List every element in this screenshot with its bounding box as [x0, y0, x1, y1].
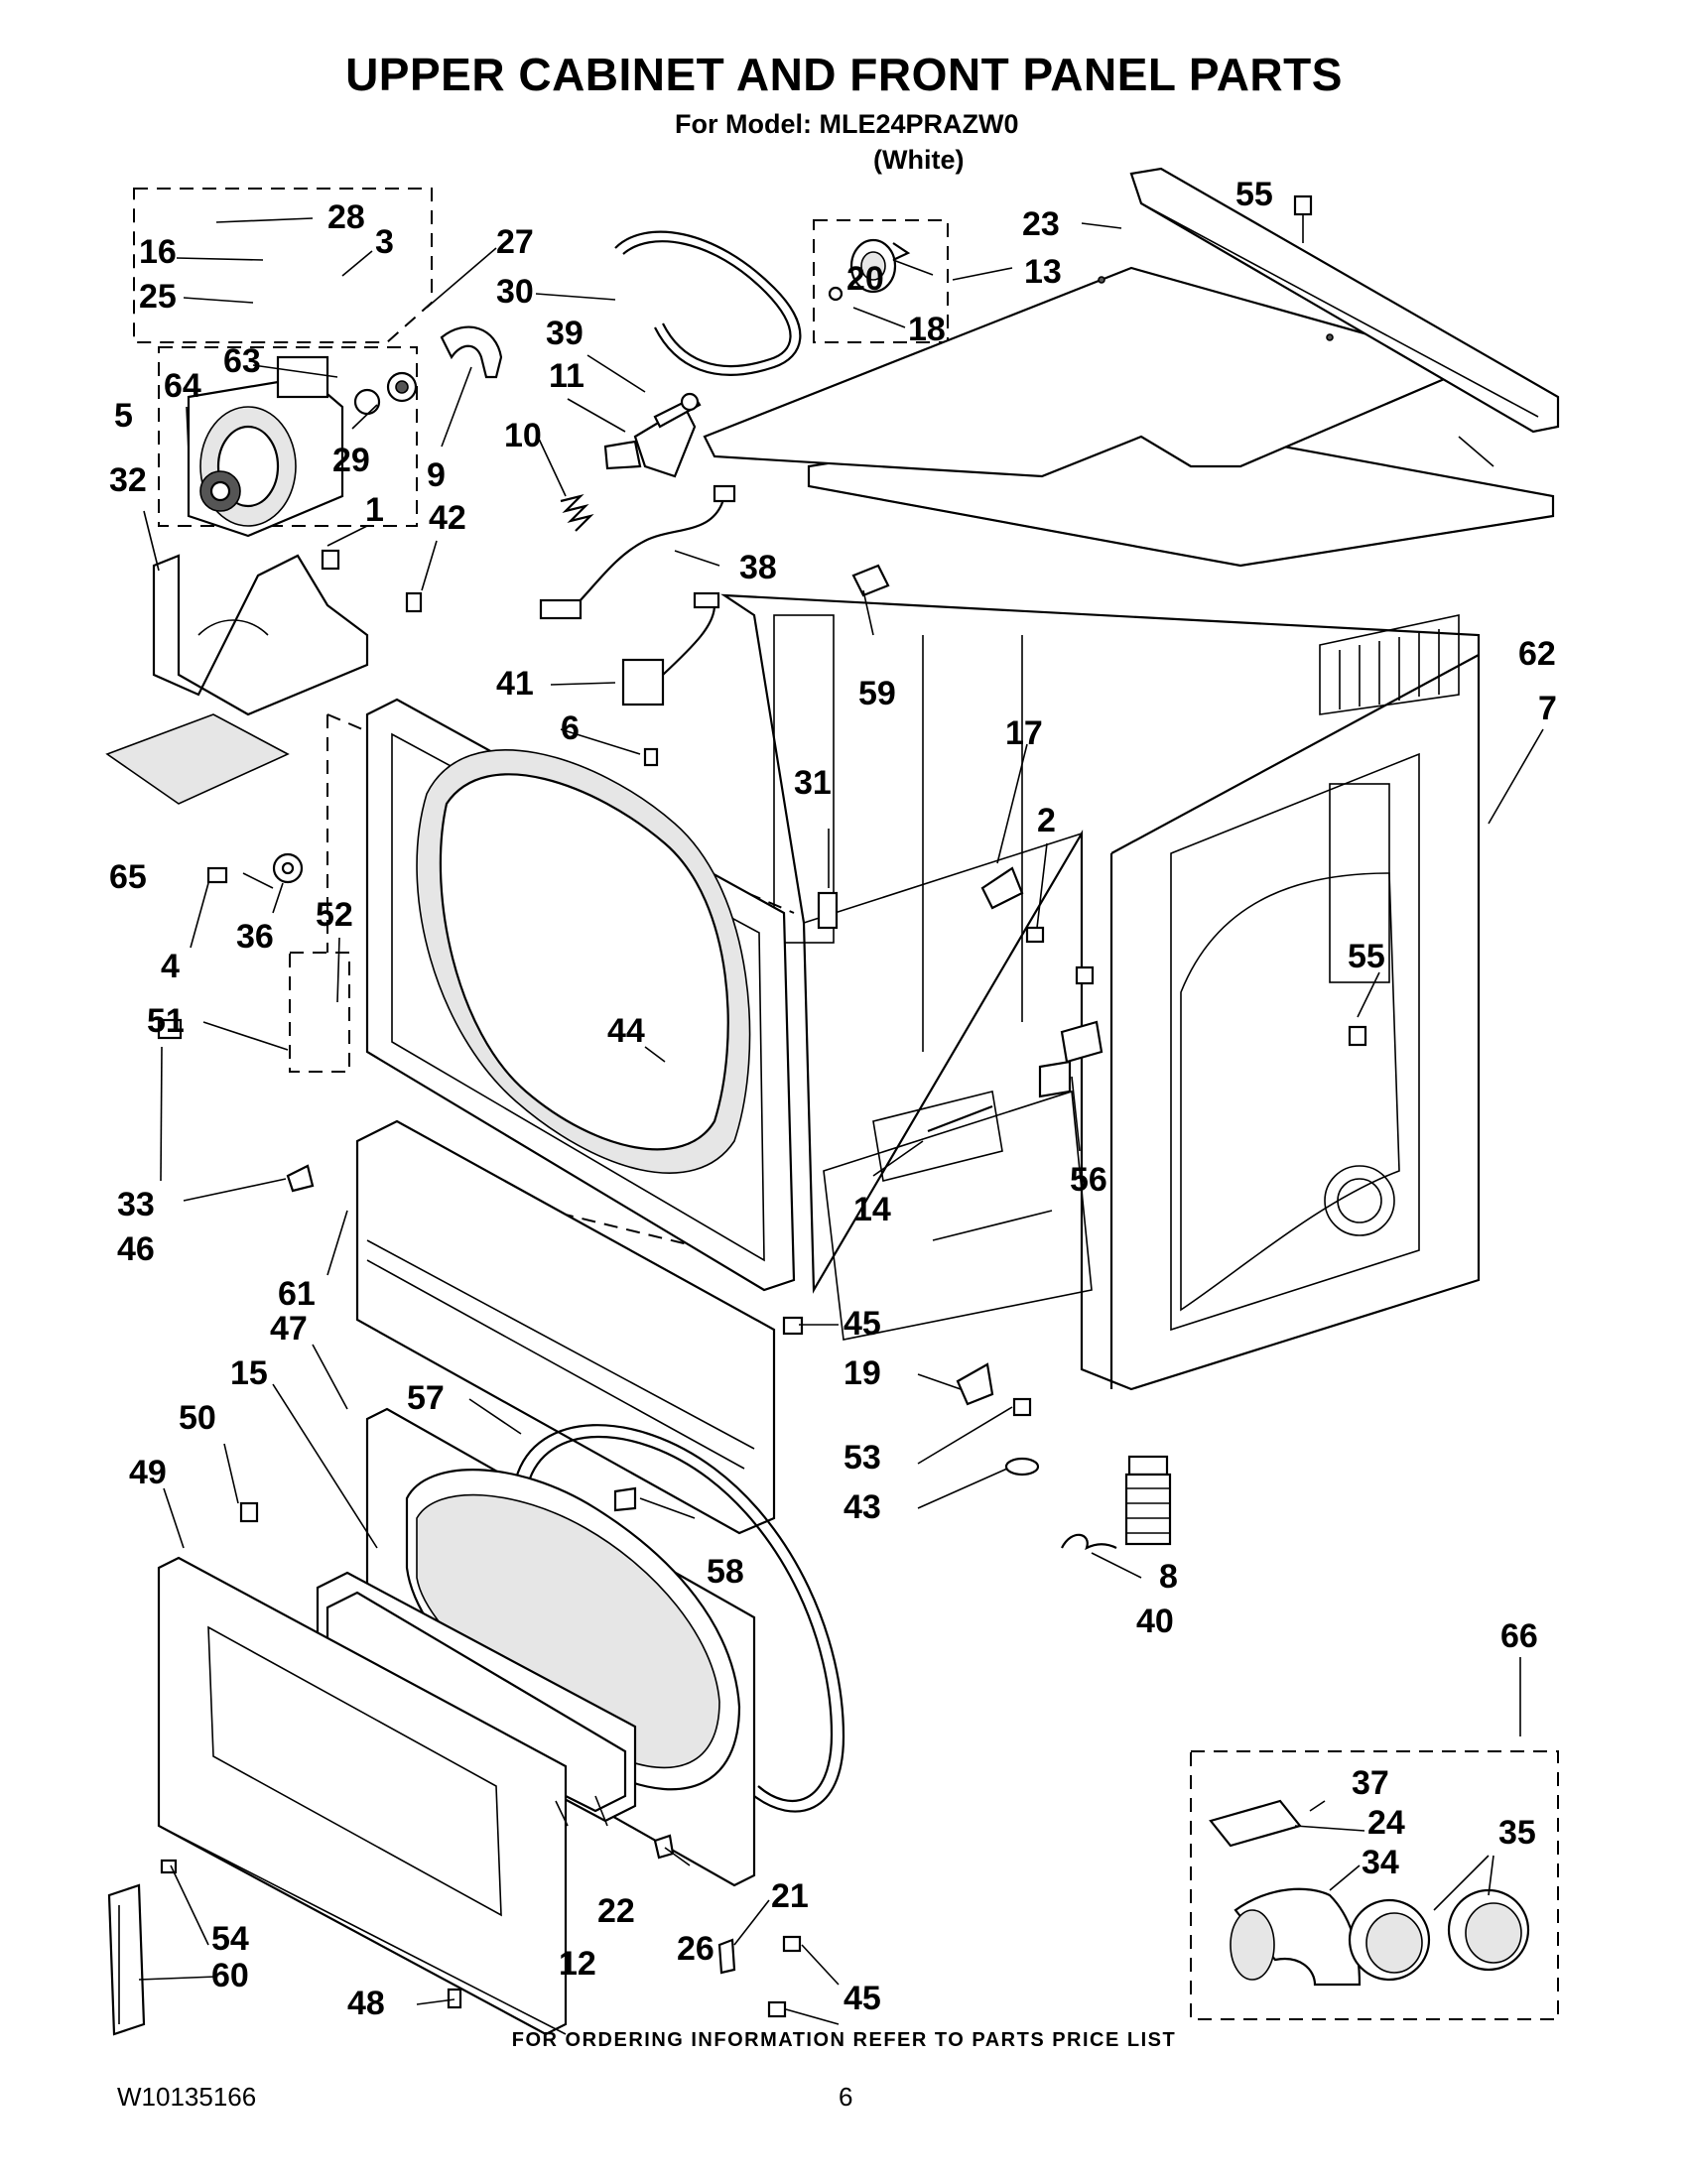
callout-18: 18: [908, 311, 946, 348]
callout-26: 26: [677, 1930, 714, 1968]
callout-37: 37: [1352, 1764, 1389, 1802]
callout-24: 24: [1367, 1804, 1405, 1842]
callout-5: 5: [114, 397, 133, 435]
exhaust-hood-kit: [1209, 1799, 1530, 1987]
outer-door: [157, 1556, 568, 2036]
callout-40: 40: [1136, 1603, 1174, 1640]
callout-60: 60: [211, 1957, 249, 1994]
callout-9: 9: [427, 456, 446, 494]
callout-44: 44: [607, 1012, 645, 1050]
callout-10: 10: [504, 417, 542, 454]
callout-50: 50: [179, 1399, 216, 1437]
callout-21: 21: [771, 1877, 809, 1915]
wire-harness: [539, 484, 736, 620]
callout-16: 16: [139, 233, 177, 271]
callout-19: 19: [844, 1354, 881, 1392]
callout-46: 46: [117, 1230, 155, 1268]
callout-32: 32: [109, 461, 147, 499]
callout-66: 66: [1500, 1617, 1538, 1655]
idler-spring: [560, 493, 594, 532]
callout-62: 62: [1518, 635, 1556, 673]
idler-bracket: [603, 392, 702, 478]
leveling-leg: [1124, 1455, 1172, 1546]
door-handle: [107, 1883, 146, 2036]
callout-27: 27: [496, 223, 534, 261]
callout-1: 1: [365, 491, 384, 529]
callout-61: 61: [278, 1275, 316, 1313]
callout-64: 64: [164, 367, 201, 405]
callout-labels: 28 3 16 25 27 30 39 11 63 64 5 29 9 32 1…: [109, 176, 1557, 2022]
drive-belt: [614, 230, 802, 376]
door-switch: [621, 591, 720, 707]
callout-57: 57: [407, 1379, 445, 1417]
callout-31: 31: [794, 764, 832, 802]
rear-brace: [1129, 167, 1560, 434]
callout-29: 29: [332, 442, 370, 479]
motor-base: [152, 554, 369, 716]
callout-58: 58: [707, 1553, 744, 1591]
callout-33: 33: [117, 1186, 155, 1223]
idler-pulley: [828, 238, 911, 302]
callout-14: 14: [853, 1191, 891, 1228]
callout-47: 47: [270, 1310, 308, 1348]
console-panel: [355, 1119, 776, 1535]
callout-63: 63: [223, 342, 261, 380]
callout-56: 56: [1070, 1161, 1107, 1199]
door-inner-panel: [365, 1407, 756, 1887]
callout-2: 2: [1037, 802, 1056, 839]
callout-20: 20: [846, 260, 884, 298]
callout-41: 41: [496, 665, 534, 703]
wire-tie: [1061, 1533, 1117, 1551]
cabinet-body: [720, 593, 1481, 1391]
motor-mount-bracket: [440, 325, 503, 379]
callout-8: 8: [1159, 1558, 1178, 1596]
callout-28: 28: [327, 198, 365, 236]
callout-25: 25: [139, 278, 177, 316]
page-number: 6: [839, 2082, 853, 2112]
ordering-note: FOR ORDERING INFORMATION REFER TO PARTS …: [511, 2029, 1177, 2051]
callout-51: 51: [147, 1002, 185, 1040]
callout-30: 30: [496, 273, 534, 311]
callout-45-lower: 45: [844, 1980, 881, 2017]
drive-motor: [187, 355, 418, 538]
callout-55-right: 55: [1348, 938, 1385, 975]
callout-59: 59: [858, 675, 896, 712]
document-number: W10135166: [117, 2082, 257, 2112]
rear-top-cover: [703, 266, 1451, 478]
callout-42: 42: [429, 499, 466, 537]
leader-lines: [138, 217, 1544, 2025]
callout-49: 49: [129, 1454, 167, 1491]
model-variant: (White): [873, 145, 965, 175]
callout-6: 6: [561, 709, 580, 747]
callout-39: 39: [546, 315, 584, 352]
callout-52: 52: [316, 896, 353, 934]
callout-7: 7: [1538, 690, 1557, 727]
callout-43: 43: [844, 1488, 881, 1526]
callout-17: 17: [1005, 714, 1043, 752]
callout-34: 34: [1362, 1844, 1399, 1881]
callout-36: 36: [236, 918, 274, 956]
callout-54: 54: [211, 1920, 249, 1958]
callout-45-upper: 45: [844, 1305, 881, 1343]
callout-15: 15: [230, 1354, 268, 1392]
callout-11: 11: [549, 357, 584, 395]
model-subtitle: For Model: MLE24PRAZW0: [675, 109, 1019, 139]
callout-3: 3: [375, 223, 394, 261]
callout-22: 22: [597, 1892, 635, 1930]
callout-13: 13: [1024, 253, 1062, 291]
callout-55-top: 55: [1235, 176, 1273, 213]
door-gasket: [514, 1424, 845, 1813]
hardware-screws: [157, 194, 1367, 2018]
callout-23: 23: [1022, 205, 1060, 243]
callout-38: 38: [739, 549, 777, 586]
page-title: UPPER CABINET AND FRONT PANEL PARTS: [345, 49, 1343, 100]
callout-53: 53: [844, 1439, 881, 1477]
insulation-pad: [105, 713, 290, 805]
callout-12: 12: [559, 1945, 596, 1983]
callout-48: 48: [347, 1985, 385, 2022]
callout-35: 35: [1498, 1814, 1536, 1852]
callout-65: 65: [109, 858, 147, 896]
callout-4: 4: [161, 948, 180, 985]
